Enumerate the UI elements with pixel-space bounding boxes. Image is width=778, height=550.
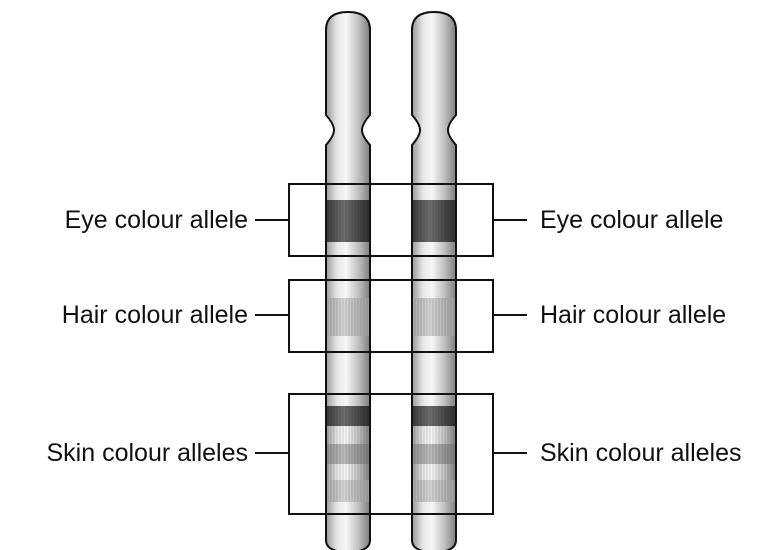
hair-colour-label-left: Hair colour allele xyxy=(62,300,248,330)
eye-locus-box xyxy=(289,184,493,256)
skin-colour-label-right: Skin colour alleles xyxy=(540,438,742,468)
hair-locus-box xyxy=(289,280,493,352)
hair-colour-label-right: Hair colour allele xyxy=(540,300,726,330)
skin-locus-box xyxy=(289,394,493,514)
eye-colour-label-left: Eye colour allele xyxy=(65,205,248,235)
skin-colour-label-left: Skin colour alleles xyxy=(47,438,249,468)
eye-colour-label-right: Eye colour allele xyxy=(540,205,723,235)
